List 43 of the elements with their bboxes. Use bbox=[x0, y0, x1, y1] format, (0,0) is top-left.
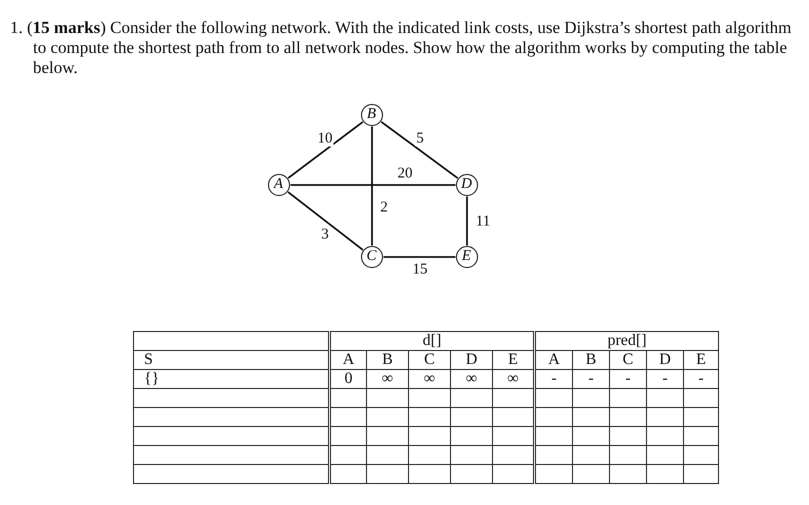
link-line bbox=[466, 196, 468, 246]
table-cell: {} bbox=[134, 370, 330, 388]
link-line bbox=[288, 191, 364, 251]
link-line bbox=[380, 121, 458, 179]
table-cell: D bbox=[646, 350, 684, 370]
node-circle bbox=[456, 174, 478, 196]
table-cell: B bbox=[572, 350, 610, 370]
node-label: D bbox=[461, 177, 472, 192]
table-cell: C bbox=[408, 350, 450, 370]
table-cell: 0 bbox=[330, 370, 366, 388]
table-cell: B bbox=[366, 350, 408, 370]
table-cell: ∞ bbox=[408, 370, 450, 388]
table-cell: - bbox=[610, 370, 646, 388]
table-cell: ∞ bbox=[450, 370, 492, 388]
table-cell: D bbox=[450, 350, 492, 370]
link-cost: 10 bbox=[316, 132, 334, 146]
table-cell: pred[] bbox=[534, 332, 718, 350]
node-circle bbox=[456, 246, 478, 268]
link-line bbox=[290, 184, 456, 186]
node-circle bbox=[268, 174, 290, 196]
link-line bbox=[288, 121, 364, 179]
table-cell: C bbox=[610, 350, 646, 370]
link-cost: 5 bbox=[415, 132, 425, 146]
table-cell: S bbox=[134, 350, 330, 370]
node-label: A bbox=[274, 177, 284, 192]
table-cell: - bbox=[572, 370, 610, 388]
node-circle bbox=[360, 104, 382, 126]
table-cell: - bbox=[534, 370, 572, 388]
table-cell: - bbox=[684, 370, 718, 388]
table-cell: d[] bbox=[330, 332, 534, 350]
table-cell: ∞ bbox=[366, 370, 408, 388]
table-cell: E bbox=[492, 350, 534, 370]
table-cell: E bbox=[684, 350, 718, 370]
table-cell: - bbox=[646, 370, 684, 388]
node-label: C bbox=[366, 249, 376, 264]
table-cell: A bbox=[330, 350, 366, 370]
link-line bbox=[384, 256, 456, 258]
question-text: 1. (15 marks) Consider the following network. With the indicated link costs, use Dijkstra’s shortest path algorithm to compute the shortest path from to all network nodes. Show how the algorithm works by computing the table below. bbox=[10, 18, 792, 78]
node-label: B bbox=[366, 107, 376, 122]
link-line bbox=[371, 126, 373, 246]
node-circle bbox=[360, 246, 382, 268]
table-cell: A bbox=[534, 350, 572, 370]
node-label: E bbox=[462, 249, 472, 264]
